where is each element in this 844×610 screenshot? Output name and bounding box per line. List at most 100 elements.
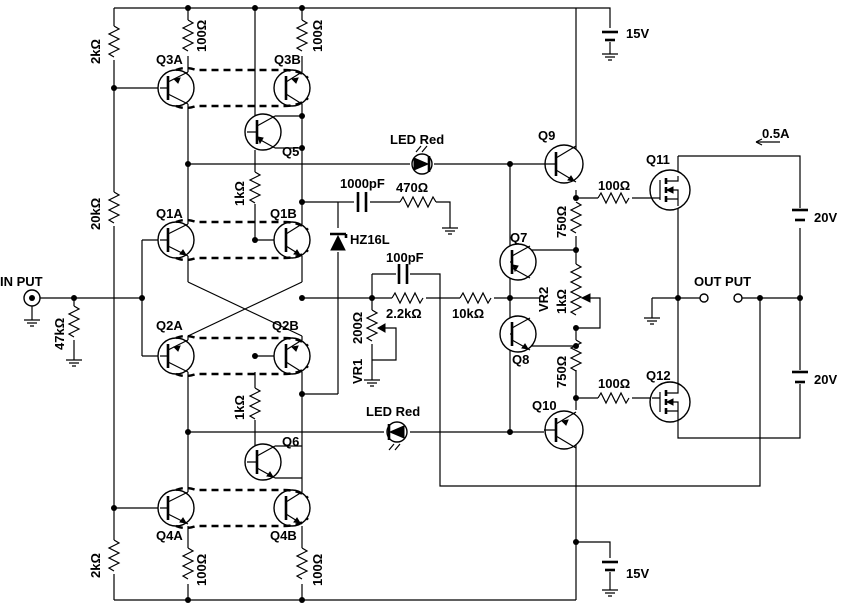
resistor-47k: [67, 305, 81, 338]
label-q8: Q8: [512, 352, 529, 367]
label-battery-bottom: 20V: [814, 372, 837, 387]
zener-diode: [330, 232, 348, 251]
mosfet-q12: [649, 380, 691, 423]
label-r-100-q12: 100Ω: [598, 376, 630, 391]
resistors: [67, 19, 630, 580]
resistor-vr2: [569, 263, 583, 316]
label-q2a: Q2A: [156, 318, 183, 333]
label-q7: Q7: [510, 230, 527, 245]
label-r-750-top: 750Ω: [554, 206, 569, 238]
pot-wipers: [376, 293, 591, 333]
label-output: OUT PUT: [694, 274, 751, 289]
label-supply-neg: 15V: [626, 566, 649, 581]
resistor-20k: [107, 191, 121, 224]
transistor-q4a: [157, 489, 195, 527]
transistor-q3a: [157, 69, 195, 107]
label-r-1k-bot: 1kΩ: [232, 395, 247, 420]
label-led-bottom: LED Red: [366, 404, 420, 419]
label-current: 0.5A: [762, 126, 790, 141]
transistor-q3b: [273, 69, 311, 107]
resistor-2k-top: [107, 25, 121, 58]
label-r-10k: 10kΩ: [452, 306, 484, 321]
label-q3b: Q3B: [274, 52, 301, 67]
label-q1a: Q1A: [156, 206, 183, 221]
label-c-1000pf: 1000pF: [340, 176, 385, 191]
label-q6: Q6: [282, 434, 299, 449]
resistor-100-q11: [597, 191, 630, 205]
label-r-47k: 47kΩ: [52, 318, 67, 350]
led-bottom: [386, 421, 408, 451]
resistor-470: [399, 195, 437, 209]
label-supply-pos: 15V: [626, 26, 649, 41]
transistor-q4b: [273, 489, 311, 527]
resistor-10k: [459, 291, 492, 305]
label-r-100-q4a: 100Ω: [194, 554, 209, 586]
label-q10: Q10: [532, 398, 557, 413]
connectors: [23, 138, 780, 307]
label-r-750-bot: 750Ω: [554, 356, 569, 388]
resistor-100-q12: [597, 391, 630, 405]
transistor-q1b: [273, 221, 311, 259]
label-r-2k2: 2.2kΩ: [386, 306, 422, 321]
capacitor-1000pf: [356, 192, 368, 212]
label-r-100-q3a: 100Ω: [194, 20, 209, 52]
diodes: [330, 145, 433, 451]
label-r-100-q11: 100Ω: [598, 178, 630, 193]
resistor-1k-top: [248, 171, 262, 204]
grounds: [24, 53, 660, 597]
supplies: [602, 30, 808, 590]
mosfet-q11: [649, 169, 691, 211]
transistor-q7: [499, 243, 537, 281]
junctions: [71, 5, 803, 603]
resistor-2k2: [391, 291, 424, 305]
resistor-1k-bot: [248, 387, 262, 420]
label-r-2k-top: 2kΩ: [88, 39, 103, 64]
led-top: [411, 145, 433, 175]
label-q2b: Q2B: [272, 318, 299, 333]
transistor-q1a: [157, 221, 195, 259]
transistor-q2b: [273, 337, 311, 375]
transistor-q6: [244, 443, 282, 481]
resistor-100-q3a: [181, 19, 195, 52]
transistor-q8: [499, 315, 537, 353]
mosfets: [649, 169, 691, 423]
capacitor-100pf: [397, 264, 409, 284]
label-q9: Q9: [538, 128, 555, 143]
label-input: IN PUT: [0, 274, 43, 289]
resistor-100-q4b: [295, 547, 309, 580]
transistor-q9: [544, 144, 584, 184]
label-vr1-text: VR1: [350, 359, 365, 384]
label-q4b: Q4B: [270, 528, 297, 543]
label-q1b: Q1B: [270, 206, 297, 221]
label-vr1: VR1: [350, 359, 365, 384]
label-r-100-q4b: 100Ω: [310, 554, 325, 586]
label-q11: Q11: [646, 152, 670, 167]
label-vr2-value: 1kΩ: [554, 289, 569, 314]
label-q4a: Q4A: [156, 528, 183, 543]
label-q3a: Q3A: [156, 52, 183, 67]
label-r-1k-top: 1kΩ: [232, 181, 247, 206]
label-r-20k: 20kΩ: [88, 198, 103, 230]
resistor-750-top: [569, 201, 583, 234]
transistor-q2a: [157, 337, 195, 375]
label-battery-top: 20V: [814, 210, 837, 225]
labels: 15V 15V IN PUT OUT PUT 20V 20V 0.5A LED …: [0, 20, 837, 586]
wires: [31, 7, 801, 601]
label-r-100-q3b: 100Ω: [310, 20, 325, 52]
label-zener: HZ16L: [350, 232, 390, 247]
label-c-100pf: 100pF: [386, 250, 424, 265]
resistor-100-q3b: [295, 19, 309, 52]
label-q5: Q5: [282, 144, 299, 159]
label-r-2k-bot: 2kΩ: [88, 553, 103, 578]
transistor-q5: [244, 113, 282, 151]
transistor-q10: [544, 410, 584, 450]
label-led-top: LED Red: [390, 132, 444, 147]
label-r-200: 200Ω: [350, 312, 365, 344]
label-r-470: 470Ω: [396, 180, 428, 195]
resistor-2k-bot: [107, 539, 121, 572]
resistor-100-q4a: [181, 547, 195, 580]
label-q12: Q12: [646, 368, 671, 383]
pair-outlines: [175, 66, 309, 530]
capacitors: [356, 192, 409, 284]
